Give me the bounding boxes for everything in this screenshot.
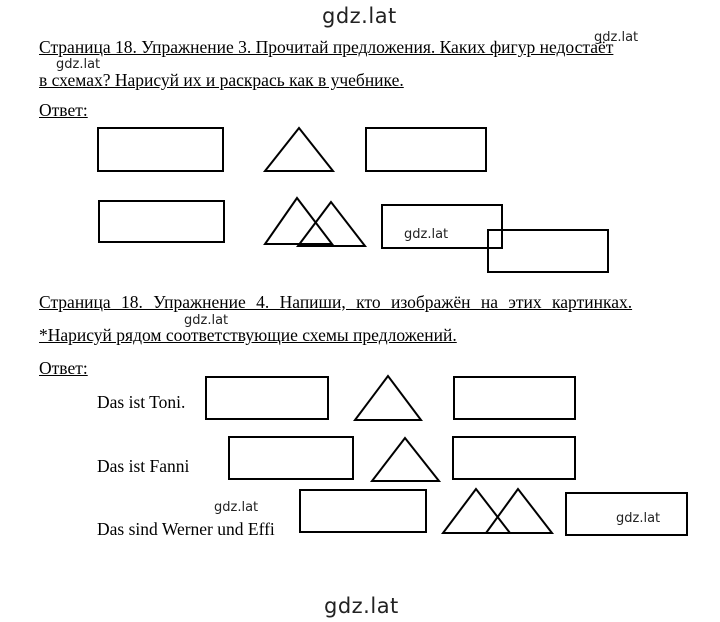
scheme-triangle	[262, 126, 336, 172]
watermark-5: gdz.lat	[214, 500, 259, 515]
watermark-top: gdz.lat	[322, 4, 397, 28]
scheme-rectangle	[565, 492, 688, 536]
scheme-triangle	[353, 374, 423, 421]
scheme-triangle	[369, 436, 442, 482]
scheme-rectangle	[299, 489, 427, 533]
sentence-1: Das ist Toni.	[97, 392, 186, 412]
scheme-rectangle	[452, 436, 576, 480]
scheme-triangle	[263, 196, 335, 245]
watermark-3: gdz.lat	[404, 227, 449, 242]
exercise-4-title-line-1: Страница 18. Упражнение 4. Напиши, кто и…	[39, 292, 633, 312]
scheme-rectangle	[98, 200, 225, 243]
exercise-3-answer-label: Ответ:	[39, 100, 88, 120]
scheme-rectangle	[381, 204, 503, 249]
scheme-rectangle	[228, 436, 354, 480]
sentence-2: Das ist Fanni	[97, 456, 190, 476]
sentence-3: Das sind Werner und Effi	[97, 519, 275, 539]
exercise-3-title-line-1: Страница 18. Упражнение 3. Прочитай пред…	[39, 37, 614, 57]
scheme-rectangle	[487, 229, 609, 273]
exercise-4-title-line-2: *Нарисуй рядом соответствующие схемы пре…	[39, 325, 457, 345]
scheme-triangle	[296, 200, 368, 247]
watermark-4: gdz.lat	[184, 313, 229, 328]
exercise-3-title-line-2: в схемах? Нарисуй их и раскрась как в уч…	[39, 70, 404, 90]
scheme-rectangle	[365, 127, 487, 172]
watermark-2: gdz.lat	[56, 57, 101, 72]
scheme-rectangle	[97, 127, 224, 172]
scheme-triangle	[484, 487, 555, 534]
scheme-rectangle	[205, 376, 329, 420]
scheme-triangle	[441, 487, 513, 534]
exercise-4-answer-label: Ответ:	[39, 358, 88, 378]
watermark-bottom: gdz.lat	[324, 594, 399, 618]
watermark-1: gdz.lat	[594, 30, 639, 45]
scheme-rectangle	[453, 376, 576, 420]
watermark-6: gdz.lat	[616, 511, 661, 526]
